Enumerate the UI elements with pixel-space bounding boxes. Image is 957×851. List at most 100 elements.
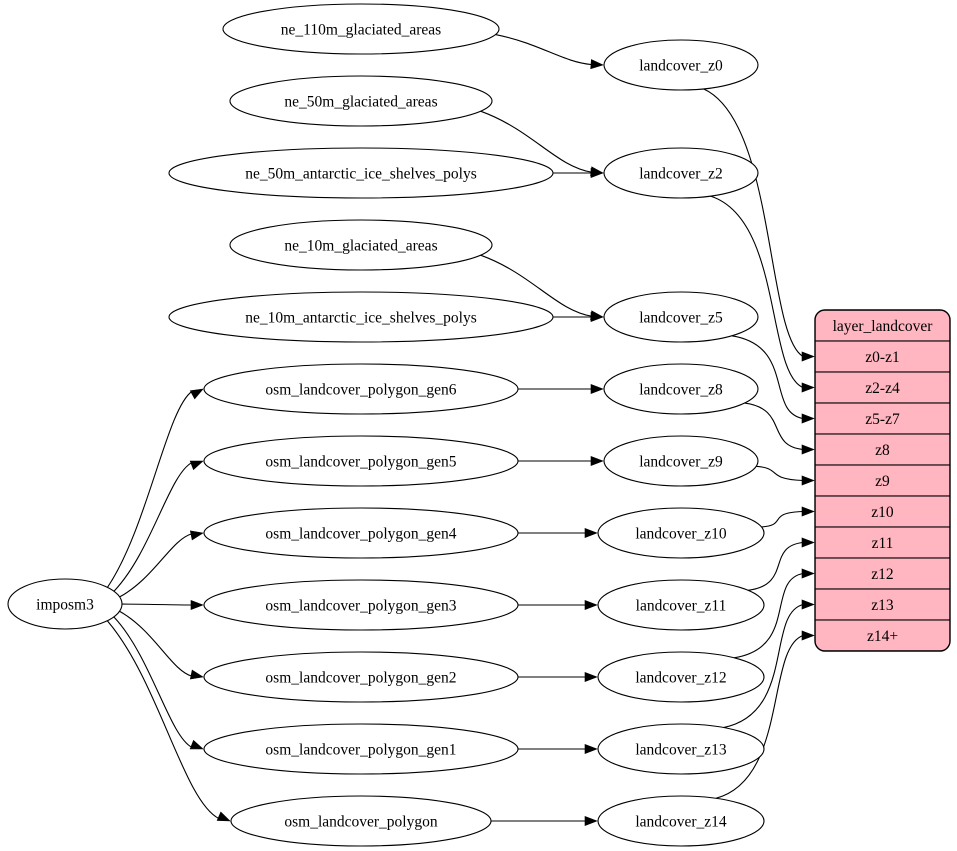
arrow-head-icon <box>801 475 815 486</box>
edge-imposm3-to-osm_landcover_polygon_gen5 <box>113 462 193 592</box>
table-row-label: z2-z4 <box>865 380 900 397</box>
node-ne_50m_glaciated_areas[interactable]: ne_50m_glaciated_areas <box>229 75 493 127</box>
table-row[interactable]: z10 <box>815 495 950 528</box>
table-row-label: z5-z7 <box>865 411 900 428</box>
node-landcover_z13[interactable]: landcover_z13 <box>597 723 765 775</box>
node-osm_landcover_polygon_gen3[interactable]: osm_landcover_polygon_gen3 <box>203 579 519 631</box>
arrow-head-icon <box>189 739 204 750</box>
node-label: osm_landcover_polygon_gen6 <box>265 382 456 399</box>
node-label: osm_landcover_polygon_gen5 <box>265 454 456 471</box>
input-node-ellipse <box>230 795 492 847</box>
arrow-head-icon <box>584 599 598 611</box>
edge-imposm3-to-osm_landcover_polygon_gen1 <box>113 616 193 748</box>
node-osm_landcover_polygon_gen2[interactable]: osm_landcover_polygon_gen2 <box>203 651 519 703</box>
arrow-head-icon <box>190 599 204 611</box>
arrow-head-icon <box>801 506 815 517</box>
node-label: landcover_z0 <box>639 58 723 75</box>
arrow-head-icon <box>189 460 204 471</box>
edges-layer <box>106 34 815 827</box>
edge-landcover_z12-to-z12 <box>734 572 804 659</box>
table-row-label: z0-z1 <box>865 349 899 366</box>
edge-landcover_z0-to-z0-z1 <box>703 88 804 357</box>
input-node-ellipse <box>203 507 519 559</box>
node-landcover_z0[interactable]: landcover_z0 <box>603 39 759 91</box>
arrow-head-icon <box>584 815 598 827</box>
node-landcover_z2[interactable]: landcover_z2 <box>603 147 759 199</box>
table-row-rect <box>815 619 950 651</box>
node-landcover_z14[interactable]: landcover_z14 <box>597 795 765 847</box>
table-outline <box>814 309 951 652</box>
arrow-head-icon <box>584 671 598 683</box>
node-osm_landcover_polygon[interactable]: osm_landcover_polygon <box>230 795 492 847</box>
table-row[interactable]: z9 <box>815 464 950 497</box>
arrow-head-icon <box>801 599 815 610</box>
arrow-head-icon <box>801 413 815 424</box>
table-row[interactable]: z11 <box>815 526 950 559</box>
edge-landcover_z11-to-z11 <box>748 541 804 591</box>
arrow-head-icon <box>590 59 604 70</box>
node-label: osm_landcover_polygon <box>284 814 438 831</box>
node-label: ne_10m_antarctic_ice_shelves_polys <box>245 310 477 327</box>
edge-landcover_z5-to-z5-z7 <box>731 335 804 420</box>
node-landcover_z5[interactable]: landcover_z5 <box>603 291 759 343</box>
edge-landcover_z8-to-z8 <box>744 402 804 451</box>
table-row[interactable]: z0-z1 <box>815 340 950 373</box>
table-row-label: z8 <box>875 442 890 459</box>
node-osm_landcover_polygon_gen4[interactable]: osm_landcover_polygon_gen4 <box>203 507 519 559</box>
node-label: osm_landcover_polygon_gen4 <box>265 526 456 543</box>
node-landcover_z9[interactable]: landcover_z9 <box>603 435 759 487</box>
table-row[interactable]: z12 <box>815 557 950 590</box>
layer-node-ellipse <box>597 507 765 559</box>
arrow-head-icon <box>801 444 815 455</box>
table-row[interactable]: z5-z7 <box>815 402 950 435</box>
arrow-head-icon <box>590 455 604 467</box>
input-node-ellipse <box>229 75 493 127</box>
nodes-layer: imposm3 ne_110m_glaciated_areas ne_50m_gla… <box>7 3 765 847</box>
input-node-ellipse <box>222 3 500 55</box>
node-label: ne_110m_glaciated_areas <box>281 22 441 39</box>
node-osm_landcover_polygon_gen1[interactable]: osm_landcover_polygon_gen1 <box>203 723 519 775</box>
input-node-ellipse <box>168 147 554 199</box>
table-row[interactable]: z8 <box>815 433 950 466</box>
node-ne_110m_glaciated_areas[interactable]: ne_110m_glaciated_areas <box>222 3 500 55</box>
input-node-ellipse <box>168 291 554 343</box>
table-row-label: z9 <box>875 473 890 490</box>
node-label: osm_landcover_polygon_gen3 <box>265 598 456 615</box>
node-landcover_z10[interactable]: landcover_z10 <box>597 507 765 559</box>
table-row[interactable]: z13 <box>815 588 950 621</box>
node-ne_10m_glaciated_areas[interactable]: ne_10m_glaciated_areas <box>229 219 493 271</box>
edge-ne_50m_glaciated_areas-to-landcover_z2 <box>480 110 593 173</box>
arrow-head-icon <box>801 568 815 579</box>
table-row[interactable]: z14+ <box>815 619 950 651</box>
input-node-ellipse <box>229 219 493 271</box>
node-label: landcover_z11 <box>636 598 727 615</box>
arrow-head-icon <box>189 388 204 400</box>
table-row-label: z11 <box>872 535 894 552</box>
arrow-head-icon <box>584 527 598 539</box>
arrow-head-icon <box>801 382 815 393</box>
input-node-ellipse <box>203 363 519 415</box>
node-ne_10m_antarctic_ice_shelves_polys[interactable]: ne_10m_antarctic_ice_shelves_polys <box>168 291 554 343</box>
node-label: landcover_z12 <box>635 670 726 687</box>
node-landcover_z11[interactable]: landcover_z11 <box>597 579 765 631</box>
edge-landcover_z2-to-z2-z4 <box>710 195 804 389</box>
node-osm_landcover_polygon_gen5[interactable]: osm_landcover_polygon_gen5 <box>203 435 519 487</box>
edge-landcover_z14-to-z14+ <box>715 634 804 799</box>
node-landcover_z8[interactable]: landcover_z8 <box>603 363 759 415</box>
layer-node-ellipse <box>603 435 759 487</box>
table-row[interactable]: z2-z4 <box>815 371 950 404</box>
arrow-head-icon <box>801 630 815 641</box>
node-osm_landcover_polygon_gen6[interactable]: osm_landcover_polygon_gen6 <box>203 363 519 415</box>
table-header-label: layer_landcover <box>833 318 934 335</box>
node-landcover_z12[interactable]: landcover_z12 <box>597 651 765 703</box>
arrow-head-icon <box>189 669 204 680</box>
node-imposm3[interactable]: imposm3 <box>7 578 123 630</box>
edge-ne_10m_glaciated_areas-to-landcover_z5 <box>480 254 593 317</box>
edge-landcover_z9-to-z9 <box>756 465 804 482</box>
layer-landcover-table: layer_landcover z0-z1 z2-z4 z5-z7 z8 z9 z10 z11… <box>814 309 951 652</box>
node-ne_50m_antarctic_ice_shelves_polys[interactable]: ne_50m_antarctic_ice_shelves_polys <box>168 147 554 199</box>
edge-ne_110m_glaciated_areas-to-landcover_z0 <box>495 34 593 66</box>
table-row-label: z13 <box>871 597 894 614</box>
